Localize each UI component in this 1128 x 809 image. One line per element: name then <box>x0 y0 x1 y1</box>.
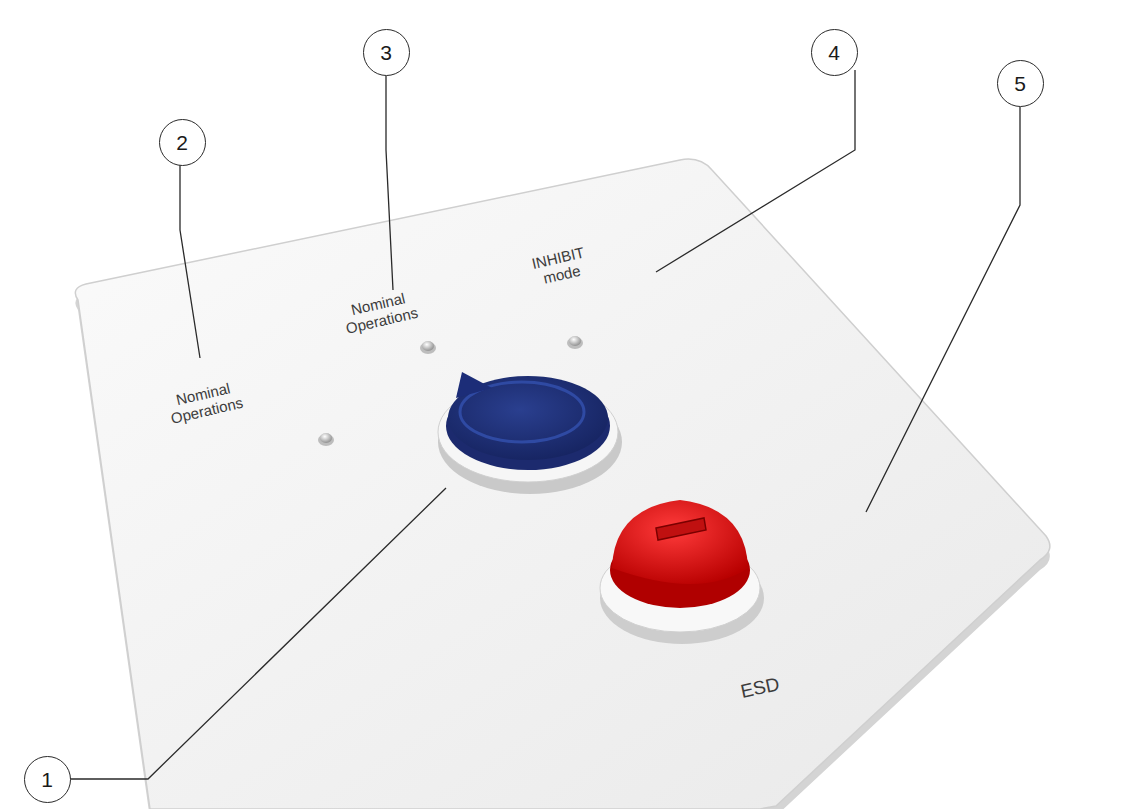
callout-number: 5 <box>1014 73 1026 94</box>
callout-circle: 2 <box>159 119 206 166</box>
esd-button <box>600 500 764 644</box>
callout-circle: 4 <box>811 29 858 76</box>
selector-knob <box>438 372 622 494</box>
panel-face <box>75 159 1050 809</box>
callout-circle: 1 <box>24 756 71 803</box>
callout-circle: 5 <box>997 60 1044 107</box>
callout-circle: 3 <box>363 29 410 76</box>
callout-number: 4 <box>828 42 840 63</box>
callout-number: 2 <box>176 132 188 153</box>
callout-number: 3 <box>380 42 392 63</box>
leader-lines <box>70 70 1020 779</box>
callout-number: 1 <box>41 769 53 790</box>
